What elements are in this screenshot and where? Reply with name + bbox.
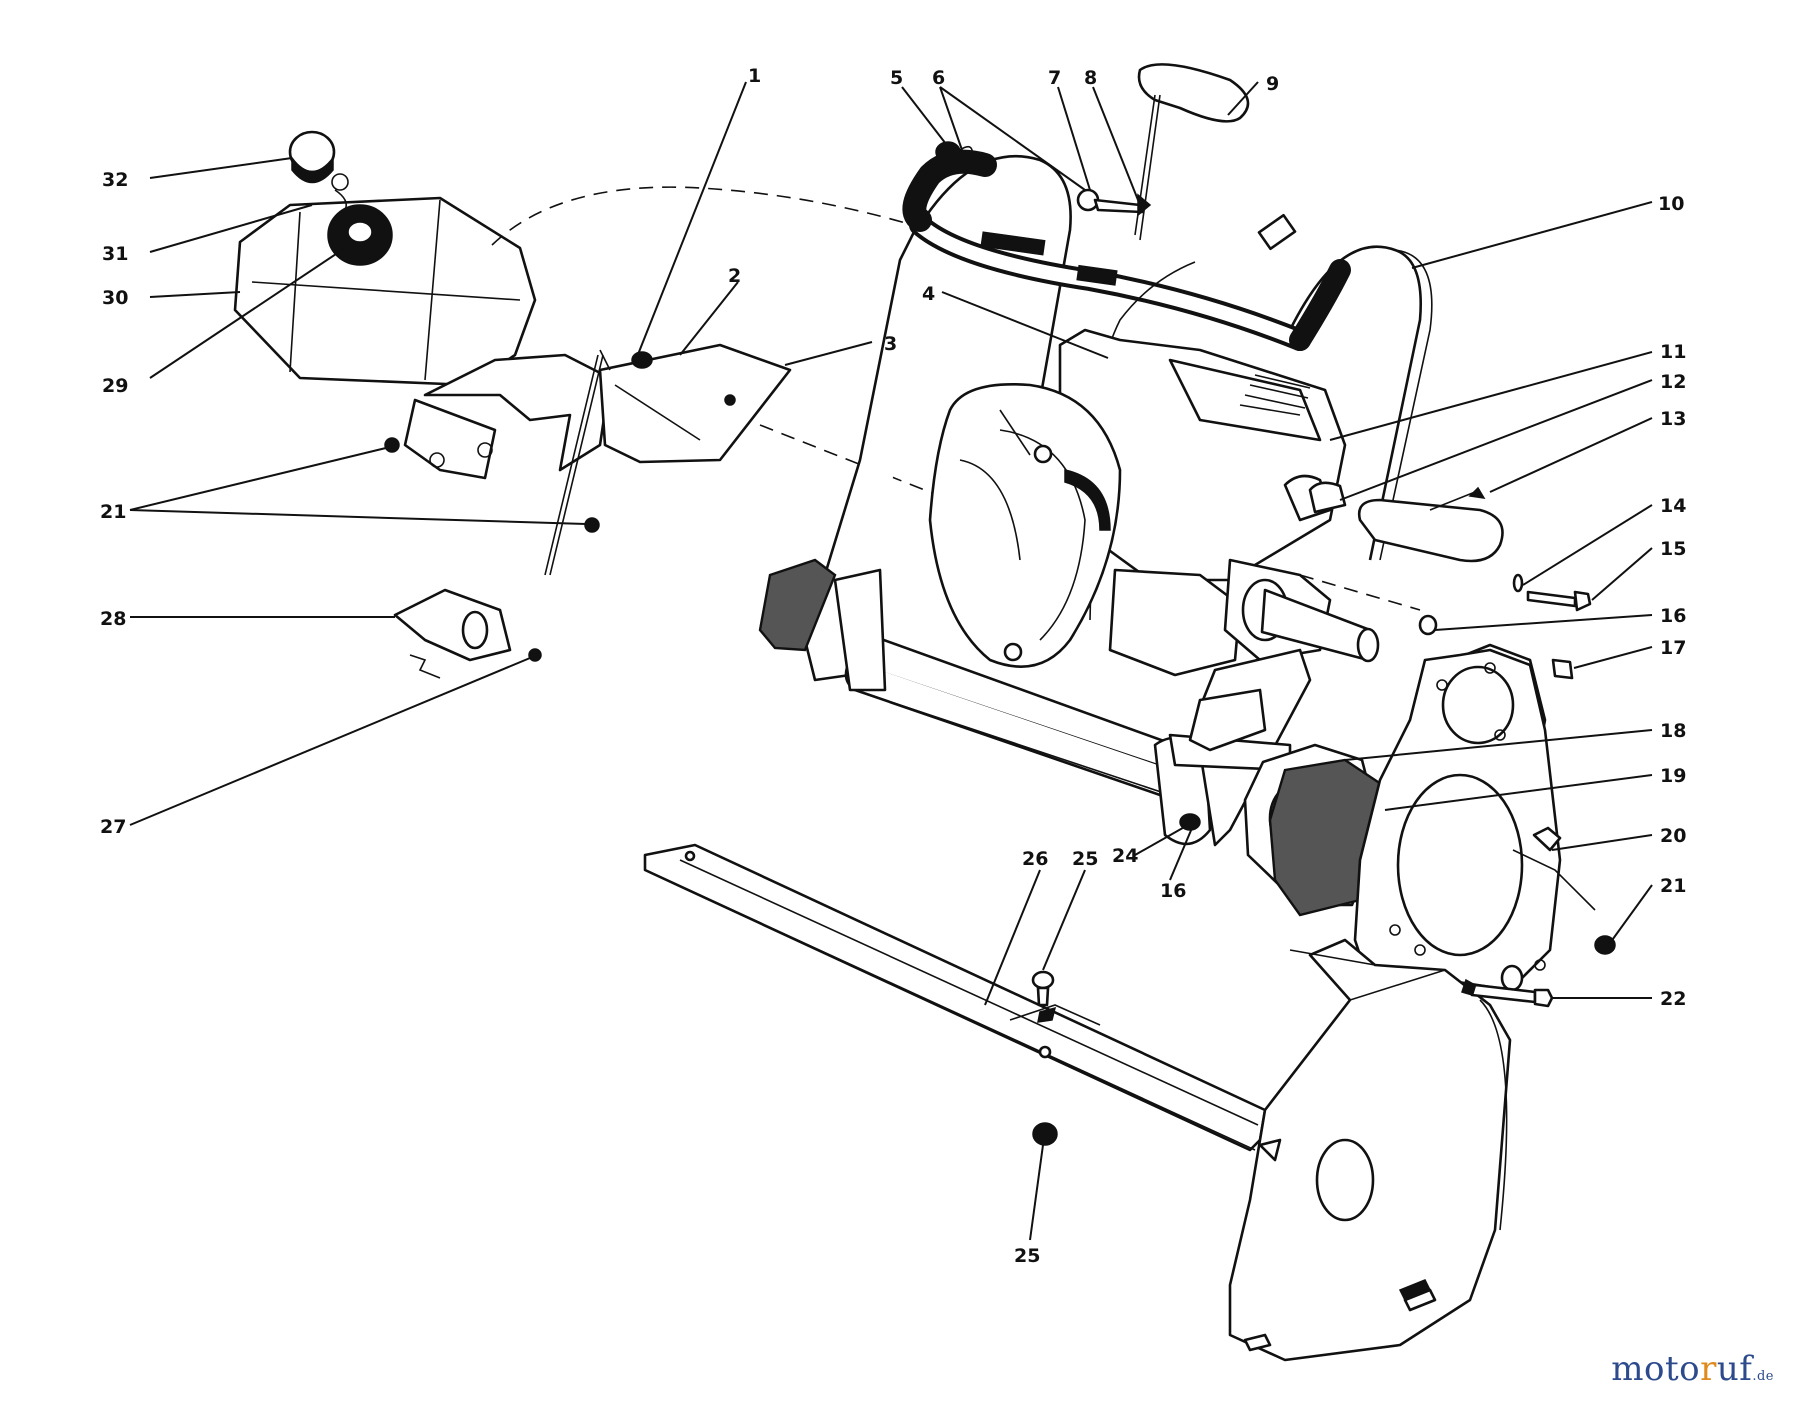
handle-frame bbox=[803, 149, 1433, 682]
watermark-part-c: uf bbox=[1716, 1349, 1753, 1389]
callout-12: 12 bbox=[1660, 371, 1686, 393]
callout-9: 9 bbox=[1266, 73, 1279, 95]
callout-26: 26 bbox=[1022, 848, 1048, 870]
callout-29: 29 bbox=[102, 375, 128, 397]
scraper-bar bbox=[643, 843, 1267, 1152]
watermark-tld: .de bbox=[1752, 1369, 1774, 1384]
leader-lines bbox=[129, 81, 1653, 1241]
side-plate bbox=[1353, 643, 1596, 992]
site-watermark: motoruf.de bbox=[1611, 1349, 1774, 1389]
support-shaft bbox=[1179, 688, 1267, 831]
callout-24: 24 bbox=[1112, 845, 1138, 867]
callout-32: 32 bbox=[102, 169, 128, 191]
fuel-tank-assembly bbox=[233, 130, 537, 387]
callout-17: 17 bbox=[1660, 637, 1686, 659]
callout-2: 2 bbox=[728, 265, 741, 287]
bolt-22 bbox=[1461, 978, 1554, 1008]
callout-20: 20 bbox=[1660, 825, 1686, 847]
callout-10: 10 bbox=[1658, 193, 1684, 215]
callout-14: 14 bbox=[1660, 495, 1686, 517]
callout-4: 4 bbox=[922, 283, 935, 305]
plates bbox=[1243, 743, 1392, 917]
callout-7: 7 bbox=[1048, 67, 1061, 89]
callout-28: 28 bbox=[100, 608, 126, 630]
callout-13: 13 bbox=[1660, 408, 1686, 430]
auger-housing bbox=[1228, 938, 1512, 1362]
callout-22: 22 bbox=[1660, 988, 1686, 1010]
small-fasteners-right bbox=[1418, 573, 1616, 955]
callout-5: 5 bbox=[890, 67, 903, 89]
fasteners-25 bbox=[1009, 970, 1101, 1146]
callout-27: 27 bbox=[100, 816, 126, 838]
choke-rod bbox=[384, 354, 604, 679]
callout-30: 30 bbox=[102, 287, 128, 309]
small-fasteners-upper bbox=[935, 141, 1152, 217]
callout-1: 1 bbox=[748, 65, 761, 87]
callout-3: 3 bbox=[884, 333, 897, 355]
callout-11: 11 bbox=[1660, 341, 1686, 363]
key bbox=[1134, 63, 1250, 241]
engine bbox=[928, 328, 1380, 677]
throttle-handle bbox=[1357, 486, 1504, 563]
callout-16-a: 16 bbox=[1660, 605, 1686, 627]
watermark-part-a: moto bbox=[1611, 1349, 1701, 1389]
callout-6: 6 bbox=[932, 67, 945, 89]
mount-dash-2 bbox=[1299, 574, 1421, 611]
mount-dash-1 bbox=[759, 424, 951, 501]
callout-19: 19 bbox=[1660, 765, 1686, 787]
fuel-line bbox=[491, 186, 936, 246]
callout-21-a: 21 bbox=[1660, 875, 1686, 897]
callout-25-b: 25 bbox=[1014, 1245, 1040, 1267]
callout-25-a: 25 bbox=[1072, 848, 1098, 870]
watermark-part-b: r bbox=[1700, 1349, 1717, 1389]
callout-8: 8 bbox=[1084, 67, 1097, 89]
callout-21-b: 21 bbox=[100, 501, 126, 523]
callout-labels: 1 2 3 4 5 6 7 8 9 10 11 12 13 14 15 16 1… bbox=[100, 65, 1686, 1267]
tank-bracket bbox=[403, 343, 792, 480]
callout-31: 31 bbox=[102, 243, 128, 265]
callout-15: 15 bbox=[1660, 538, 1686, 560]
callout-18: 18 bbox=[1660, 720, 1686, 742]
callout-16-b: 16 bbox=[1160, 880, 1186, 902]
